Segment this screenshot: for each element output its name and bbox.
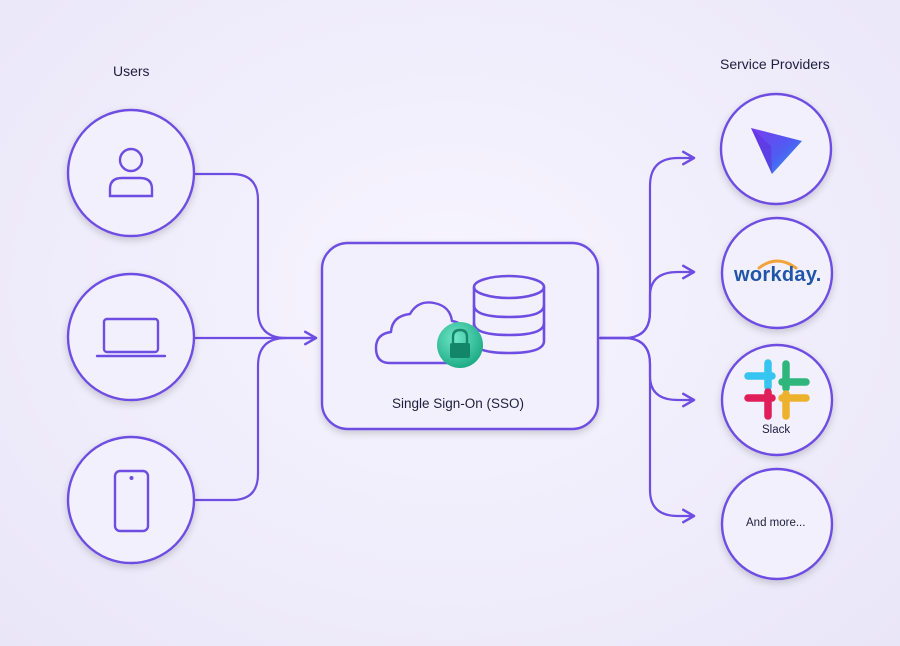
workday-arc-icon <box>757 259 798 270</box>
connector-user <box>193 172 318 346</box>
slack-node <box>720 343 834 457</box>
lock-icon <box>437 322 483 368</box>
connector-workday <box>598 264 696 340</box>
providers-column <box>719 92 834 581</box>
sso-box <box>320 241 600 431</box>
slack-label: Slack <box>762 424 791 436</box>
laptop-icon <box>95 317 167 358</box>
more-node <box>720 467 834 581</box>
service-providers-heading: Service Providers <box>720 56 830 72</box>
smartphone-node <box>66 435 196 565</box>
connector-vectr <box>598 150 696 340</box>
slack-logo-icon <box>744 359 810 420</box>
connector-more <box>598 336 696 524</box>
vectr-logo-icon <box>751 128 802 174</box>
user-connectors <box>193 172 318 502</box>
provider-connectors <box>598 150 696 524</box>
laptop-node <box>66 272 196 402</box>
database-icon <box>472 274 546 355</box>
user-node <box>66 108 196 238</box>
users-heading: Users <box>113 63 150 79</box>
vectr-node <box>719 92 833 206</box>
connector-phone <box>193 336 288 502</box>
smartphone-icon <box>113 469 150 533</box>
user-icon <box>108 147 154 198</box>
workday-wordmark: workday. <box>734 264 822 286</box>
workday-node <box>720 216 834 330</box>
sso-label: Single Sign-On (SSO) <box>392 396 525 411</box>
users-column <box>66 108 196 565</box>
and-more-label: And more... <box>746 517 806 529</box>
